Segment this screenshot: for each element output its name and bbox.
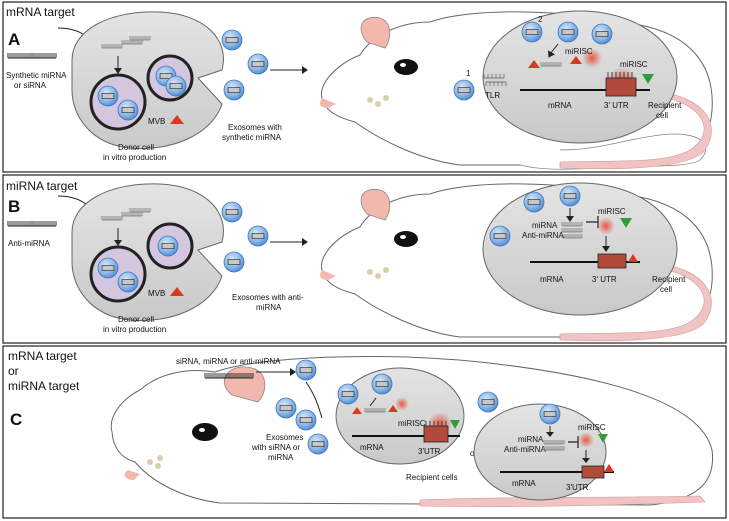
mouse-ear (360, 16, 391, 49)
synthetic-mirna-icon (7, 52, 33, 59)
panel-c-exo-line1: Exosomes (266, 433, 303, 442)
mvb-b (89, 245, 147, 303)
panel-a-target: mRNA target (6, 5, 75, 19)
panel-b-mrna: mRNA (540, 275, 564, 284)
panel-a-step2: 2 (538, 15, 543, 24)
panel-c-letter: C (10, 410, 22, 429)
mvb-a (89, 73, 147, 131)
panel-a-mvb: MVB (148, 117, 165, 126)
panel-b-exo-line2: miRNA (256, 303, 282, 312)
panel-c-cell2-mrna: mRNA (512, 479, 536, 488)
panel-b-mirisc: miRISC (598, 207, 626, 216)
panel-a-donor-line2: in vitro production (103, 153, 166, 162)
panel-c-target-line2: or (8, 364, 19, 378)
panel-c-cell2-anti: Anti-miRNA (504, 445, 546, 454)
panel-a-recipient-line1: Recipient (648, 101, 682, 110)
mouse-eye (394, 59, 418, 75)
panel-c-cell1-mirisc: miRISC (398, 419, 426, 428)
anti-mirna-icon (7, 220, 33, 227)
panel-a-tlr: TLR (485, 91, 500, 100)
exosome-icon (221, 29, 243, 51)
panel-b-donor-line2: in vitro production (103, 325, 166, 334)
panel-c-target-line3: miRNA target (8, 379, 80, 393)
panel-b-recipient-line1: Recipient (652, 275, 686, 284)
panel-b-anti-mirna: Anti-miRNA (522, 231, 564, 240)
panel-c-exo-line2: with siRNA or (251, 443, 300, 452)
panel-c-recipient: Recipient cells (406, 473, 458, 482)
recipient-cell-c2 (473, 403, 607, 501)
mouse-tail (559, 91, 712, 170)
panel-a-recipient-line2: cell (656, 111, 668, 120)
panel-a-mirisc-right: miRISC (620, 60, 648, 69)
panel-a-agent-line2: or siRNA (14, 81, 47, 90)
panel-b-letter: B (8, 197, 20, 216)
panel-b-agent: Anti-miRNA (8, 239, 50, 248)
panel-b-donor-line1: Donor cell (118, 315, 154, 324)
panel-a-mrna: mRNA (548, 101, 572, 110)
panel-b-target: miRNA target (6, 179, 78, 193)
mouse-nose (320, 98, 336, 108)
panel-a-donor-line1: Donor cell (118, 143, 154, 152)
panel-a-step1: 1 (466, 69, 471, 78)
panel-b-utr: 3' UTR (592, 275, 617, 284)
panel-c-cell2-mirisc: miRISC (578, 423, 606, 432)
red-triangle-icon (170, 115, 184, 124)
panel-c-cell2-mirna: miRNA (518, 435, 544, 444)
recipient-cell-b (482, 182, 678, 316)
utr-box-a (605, 77, 637, 97)
panel-a-utr: 3' UTR (604, 101, 629, 110)
panel-c-exo-line3: miRNA (268, 453, 294, 462)
panel-b-recipient-line2: cell (660, 285, 672, 294)
panel-a-exo-line1: Exosomes with (228, 123, 282, 132)
panel-c-cell1-mrna: mRNA (360, 443, 384, 452)
panel-a-letter: A (8, 30, 20, 49)
panel-a-mirisc-top: miRISC (565, 47, 593, 56)
panel-c-cell2-utr: 3'UTR (566, 483, 589, 492)
panel-a-agent-line1: Synthetic miRNA (6, 71, 67, 80)
panel-c-cell1-utr: 3'UTR (418, 447, 441, 456)
panel-b-mirna: miRNA (532, 221, 558, 230)
panel-b-mvb: MVB (148, 289, 165, 298)
panel-b-exo-line1: Exosomes with anti- (232, 293, 304, 302)
panel-a-exo-line2: synthetic miRNA (222, 133, 282, 142)
green-triangle-icon (642, 74, 654, 84)
panel-c-target-line1: mRNA target (8, 349, 77, 363)
panel-c-agent: siRNA, miRNA or anti-miRNA (176, 357, 281, 366)
recipient-cell-a (482, 10, 678, 144)
